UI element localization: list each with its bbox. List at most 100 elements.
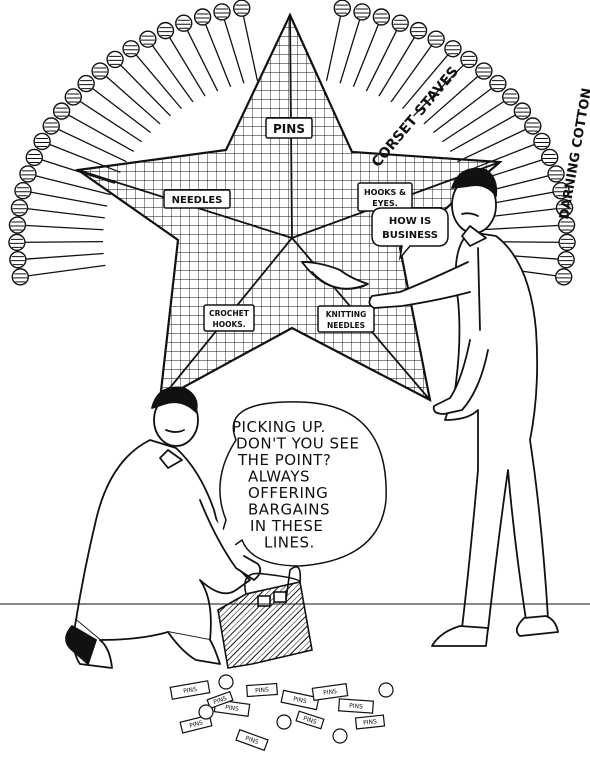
cotton-reel-thread [44, 122, 59, 132]
pin-packet: PINS [179, 714, 213, 734]
cotton-reel [513, 102, 532, 120]
cotton-reel [540, 148, 559, 167]
svg-text:PINS: PINS [255, 687, 269, 695]
needle-ray [17, 224, 104, 231]
cotton-reel [555, 199, 574, 217]
cotton-reel-thread [214, 8, 229, 18]
cotton-reel-thread [176, 19, 191, 29]
cotton-reel [52, 102, 71, 120]
cotton-reel [8, 216, 27, 234]
cotton-reel-thread [9, 238, 24, 248]
cotton-reel [33, 132, 51, 151]
bubble-line: LINES. [264, 534, 315, 552]
svg-text:EYES.: EYES. [372, 199, 398, 208]
needle-ray [402, 48, 454, 110]
cotton-reel-thread [335, 4, 350, 14]
svg-text:PINS: PINS [323, 688, 338, 697]
pin-packet: PINS [354, 714, 386, 730]
needle-ray [147, 38, 194, 103]
cotton-reel [409, 21, 428, 40]
needle-ray [433, 83, 499, 134]
needle-ray [221, 11, 245, 84]
needle-ray [325, 8, 343, 81]
needle-ray [365, 22, 401, 92]
cotton-reel [10, 199, 29, 217]
label-knitting-needles: KNITTING NEEDLES [317, 305, 375, 333]
cotton-reel [25, 148, 44, 167]
needle-ray [130, 48, 182, 110]
cotton-reel [555, 268, 573, 286]
cotton-reel-thread [79, 80, 94, 90]
cotton-reel [552, 182, 570, 200]
cotton-reel [233, 0, 251, 17]
cotton-reel [218, 674, 234, 690]
cotton-reel [91, 62, 109, 80]
cotton-reel-thread [27, 153, 42, 163]
svg-text:PINS: PINS [213, 695, 228, 706]
bubble-line: OFFERING [248, 484, 328, 502]
needle-ray [202, 16, 232, 88]
cotton-reel-thread [534, 137, 549, 147]
pin-packet: PINS [295, 710, 325, 730]
cotton-reel-thread [476, 67, 491, 77]
cotton-reel-thread [559, 256, 574, 266]
cotton-reel-thread [557, 204, 572, 214]
needle-ray [22, 190, 108, 207]
bubble-line: IN THESE [250, 517, 323, 535]
pin-packet: PINS [246, 682, 278, 698]
cotton-reel [276, 714, 292, 730]
needle-ray [85, 83, 151, 134]
cotton-reel-thread [549, 170, 564, 180]
pin-packet: PINS [206, 690, 234, 710]
cotton-reel [9, 250, 27, 269]
svg-text:KNITTING: KNITTING [326, 310, 367, 319]
label-pins: PINS [265, 117, 313, 139]
svg-text:NEEDLES: NEEDLES [172, 195, 223, 206]
darning-cotton-text: DARNING COTTON [557, 87, 590, 221]
svg-text:HOOKS &: HOOKS & [364, 188, 406, 197]
cotton-reel [156, 21, 175, 40]
svg-text:BUSINESS: BUSINESS [382, 230, 438, 241]
needle-ray [352, 16, 382, 88]
svg-text:PINS: PINS [189, 719, 204, 729]
cotton-reel-thread [556, 273, 571, 283]
svg-text:HOW IS: HOW IS [389, 216, 431, 227]
bubble-line: THE POINT? [237, 451, 331, 469]
label-crochet-hooks: CROCHET HOOKS. [203, 304, 255, 332]
cotton-reel-thread [490, 80, 505, 90]
cotton-reel-thread [158, 27, 173, 37]
cotton-reel-thread [554, 187, 569, 197]
cotton-reel [427, 30, 445, 48]
label-hooks-and-eyes: HOOKS & EYES. [357, 182, 413, 212]
cotton-reel-thread [15, 187, 30, 197]
cotton-reel [77, 74, 95, 93]
radiating-needles-and-reels [8, 0, 576, 286]
bubble-line: ALWAYS [248, 468, 310, 486]
cotton-reel-thread [66, 93, 81, 103]
svg-text:PINS: PINS [183, 686, 198, 695]
needle-ray [480, 224, 567, 231]
cotton-reel-thread [515, 107, 530, 117]
pin-packet: PINS [169, 680, 211, 700]
needle-ray [17, 252, 104, 261]
cotton-reel-thread [429, 35, 444, 45]
cotton-reel [557, 250, 575, 269]
needle-ray [164, 30, 206, 97]
cotton-reel-thread [393, 19, 408, 29]
needle-ray [183, 22, 219, 92]
cotton-reel-thread [10, 256, 25, 266]
cotton-reel-thread [374, 13, 389, 23]
cotton-reel [502, 88, 520, 106]
cotton-reel [489, 74, 507, 93]
bubble-line: BARGAINS [248, 501, 330, 519]
needle-ray [61, 110, 135, 153]
cotton-reel [533, 132, 551, 151]
cotton-reel [460, 50, 478, 69]
needle-ray [16, 240, 104, 244]
cotton-reel [213, 3, 231, 21]
needle-ray [449, 110, 523, 153]
cotton-reel [11, 268, 29, 286]
cotton-reel-thread [559, 221, 574, 231]
needle-ray [339, 11, 363, 84]
